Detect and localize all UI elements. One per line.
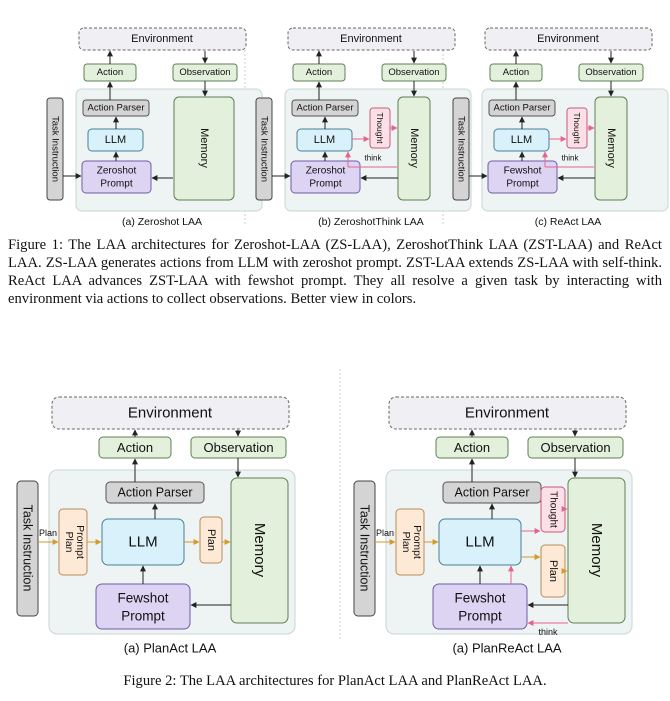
plan-arrow-label: Plan — [376, 528, 394, 538]
memory-label: Memory — [408, 128, 420, 168]
llm-label: LLM — [465, 534, 494, 551]
prompt-label-line1: Fewshot — [117, 591, 168, 606]
figure-2-caption: Figure 2: The LAA architectures for Plan… — [123, 673, 547, 689]
figure-2-subcaption: (a) PlanReAct LAA — [452, 641, 561, 656]
action-parser-label: Action Parser — [87, 103, 144, 114]
think-label: think — [562, 154, 580, 163]
action-parser-label: Action Parser — [296, 103, 353, 114]
llm-label: LLM — [314, 134, 335, 146]
plan-prompt-label-line1: Plan — [63, 531, 75, 552]
task-instruction-label: Task Instruction — [358, 505, 372, 592]
memory-box — [397, 96, 431, 201]
prompt-label-line1: Zeroshot — [97, 166, 137, 177]
task-instruction-label: Task Instruction — [259, 116, 270, 182]
plan-prompt-label-line2: Prompt — [411, 525, 423, 559]
prompt-label-line1: Zeroshot — [306, 166, 346, 177]
thought-label: Thought — [375, 112, 385, 144]
environment-label: Environment — [340, 33, 402, 45]
environment-box — [388, 396, 627, 430]
observation-label: Observation — [540, 440, 610, 455]
prompt-label-line1: Fewshot — [454, 591, 505, 606]
observation-label: Observation — [203, 440, 273, 455]
action-parser-label: Action Parser — [454, 486, 529, 500]
task-instruction-label: Task Instruction — [21, 505, 35, 592]
environment-label: Environment — [537, 33, 599, 45]
thought-label: Thought — [548, 491, 559, 528]
task-instruction-box — [255, 97, 273, 201]
memory-box — [567, 477, 626, 624]
environment-box — [287, 27, 456, 51]
llm-label: LLM — [105, 134, 126, 146]
think-label: think — [365, 154, 383, 163]
llm-box — [438, 518, 522, 566]
llm-label: LLM — [128, 534, 157, 551]
task-instruction-box — [16, 480, 39, 617]
environment-box — [78, 27, 247, 51]
memory-label: Memory — [605, 128, 617, 168]
action-parser-label: Action Parser — [493, 103, 550, 114]
environment-box — [51, 396, 290, 430]
figure-2-subcaption: (a) PlanAct LAA — [124, 641, 217, 656]
observation-label: Observation — [585, 67, 636, 78]
thought-label: Thought — [572, 112, 582, 144]
task-instruction-box — [46, 97, 64, 201]
plan-prompt-label-line2: Prompt — [74, 525, 86, 559]
action-parser-box — [488, 99, 556, 117]
prompt-label-line2: Prompt — [121, 609, 165, 624]
action-label: Action — [454, 440, 490, 455]
prompt-label-line2: Prompt — [506, 179, 538, 190]
observation-label: Observation — [179, 67, 230, 78]
environment-box — [484, 27, 653, 51]
observation-label: Observation — [388, 67, 439, 78]
action-parser-label: Action Parser — [117, 486, 192, 500]
action-parser-box — [291, 99, 359, 117]
action-label: Action — [306, 67, 332, 78]
think-label: think — [538, 627, 558, 637]
prompt-label-line2: Prompt — [309, 179, 341, 190]
llm-label: LLM — [511, 134, 532, 146]
task-instruction-label: Task Instruction — [456, 116, 467, 182]
plan-box — [199, 516, 223, 564]
environment-label: Environment — [465, 405, 550, 422]
action-label: Action — [97, 67, 123, 78]
plan-arrow-label: Plan — [39, 528, 57, 538]
figure-1-subcaption: (a) Zeroshot LAA — [122, 216, 202, 228]
memory-label: Memory — [198, 128, 210, 168]
memory-label: Memory — [251, 523, 268, 578]
prompt-label-line2: Prompt — [458, 609, 502, 624]
action-label: Action — [117, 440, 153, 455]
plan-label: Plan — [547, 560, 559, 582]
task-instruction-box — [452, 97, 470, 201]
action-parser-box — [82, 99, 150, 117]
figure-1-subcaption: (c) ReAct LAA — [535, 216, 602, 228]
plan-label: Plan — [205, 529, 217, 551]
environment-label: Environment — [131, 33, 193, 45]
memory-box — [230, 477, 289, 624]
prompt-label-line2: Prompt — [100, 179, 132, 190]
task-instruction-label: Task Instruction — [50, 116, 61, 182]
task-instruction-box — [353, 480, 376, 617]
figure-1-caption: Figure 1: The LAA architectures for Zero… — [8, 237, 662, 307]
memory-box — [173, 96, 235, 201]
environment-label: Environment — [128, 405, 213, 422]
memory-label: Memory — [588, 523, 605, 578]
memory-box — [594, 96, 628, 201]
plan-prompt-label-line1: Plan — [400, 531, 412, 552]
action-parser-box — [105, 481, 205, 504]
figure-1-subcaption: (b) ZeroshotThink LAA — [318, 216, 424, 228]
prompt-label-line1: Fewshot — [504, 166, 542, 177]
action-label: Action — [503, 67, 529, 78]
